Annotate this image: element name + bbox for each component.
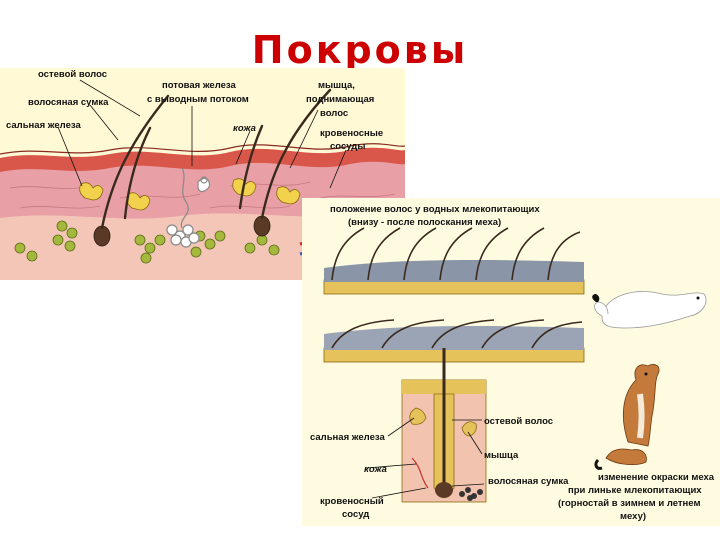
label-vessels-2: сосуды xyxy=(330,141,365,152)
ermine-summer-illustration xyxy=(594,364,660,470)
hair-follicle-section xyxy=(401,348,487,503)
label-muscle-3: волос xyxy=(320,108,348,119)
fur-strip-wet xyxy=(323,319,585,363)
caption-line-2: при линьке млекопитающих xyxy=(568,485,702,496)
label-guard-hair: остевой волос xyxy=(484,416,553,427)
label-vessel-2: сосуд xyxy=(342,509,369,520)
fur-hair-illustration: положение волос у водных млекопитающих (… xyxy=(310,204,715,522)
label-muscle: мышца xyxy=(484,450,519,461)
caption-line-4: меху) xyxy=(620,511,646,522)
caption-line-3: (горностай в зимнем и летнем xyxy=(558,498,700,509)
heading-line-1: положение волос у водных млекопитающих xyxy=(330,204,540,215)
caption-line-1: изменение окраски меха xyxy=(598,472,715,483)
label-skin: кожа xyxy=(233,123,256,134)
label-sebaceous-gland: сальная железа xyxy=(310,432,385,443)
label-vessels-1: кровеносные xyxy=(320,128,383,139)
heading-line-2: (внизу - после полоскания меха) xyxy=(348,217,501,228)
ermine-winter-illustration xyxy=(592,291,707,329)
label-hair-follicle: волосяная сумка xyxy=(28,97,109,108)
label-sebaceous-gland: сальная железа xyxy=(6,120,81,131)
label-hair-follicle: волосяная сумка xyxy=(488,476,569,487)
label-sweat-gland-2: с выводным потоком xyxy=(147,94,249,105)
label-muscle-1: мышца, xyxy=(318,80,355,91)
label-skin: кожа xyxy=(364,464,387,475)
fur-and-hair-diagram: положение волос у водных млекопитающих (… xyxy=(302,198,720,526)
label-vessel-1: кровеносный xyxy=(320,496,384,507)
fur-strip-dry xyxy=(323,227,585,295)
page-title: Покровы xyxy=(251,28,469,72)
label-guard-hair: остевой волос xyxy=(38,69,107,80)
label-muscle-2: поднимающая xyxy=(306,94,374,105)
label-sweat-gland-1: потовая железа xyxy=(162,80,236,91)
